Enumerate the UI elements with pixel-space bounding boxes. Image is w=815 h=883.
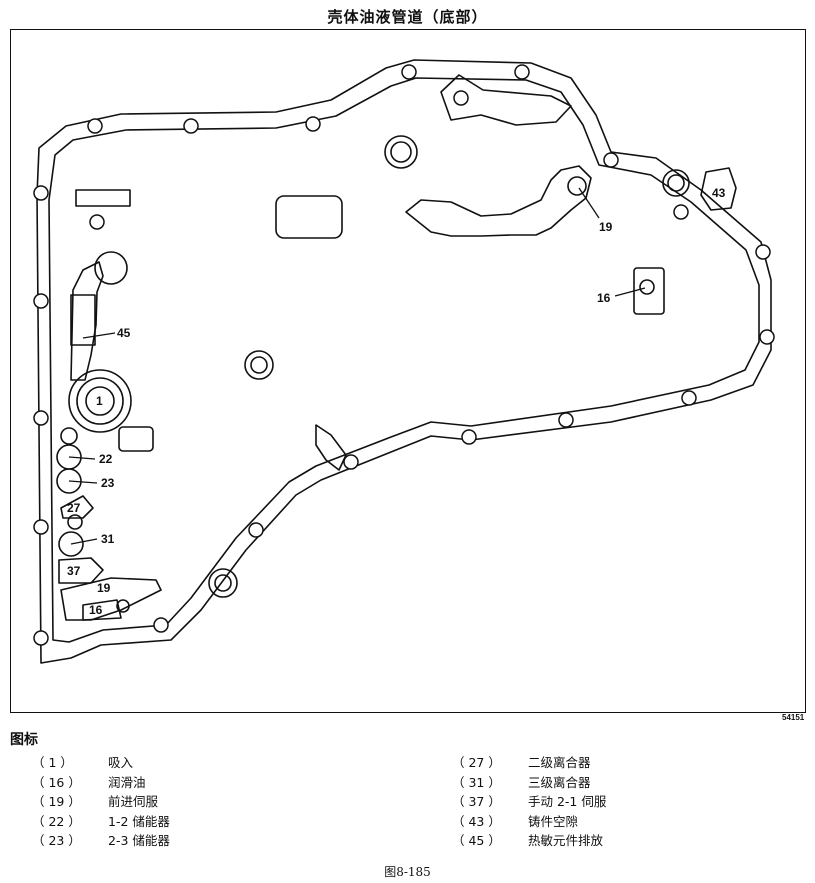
- bolt-hole: [248, 522, 264, 538]
- legend-left-column: （ 1 ）吸入 （ 16 ）润滑油 （ 19 ）前进伺服 （ 22 ）1-2 储…: [32, 752, 170, 850]
- label-31: 31: [101, 532, 115, 546]
- legend-heading: 图标: [10, 732, 38, 748]
- label-45: 45: [117, 326, 131, 340]
- label-16: 16: [597, 291, 611, 305]
- label-37: 37: [67, 564, 81, 578]
- casting-void-43: [700, 167, 737, 211]
- legend-item: （ 23 ）2-3 储能器: [32, 833, 170, 849]
- legend-item: （ 43 ）铸件空隙: [452, 813, 579, 829]
- passage-27: [60, 495, 94, 519]
- passage-19-lower: [60, 577, 162, 621]
- figure-caption: 图8-185: [384, 865, 431, 879]
- bolt-hole: [87, 118, 103, 134]
- passage-16-lower: [82, 599, 122, 621]
- bolt-hole: [401, 64, 417, 80]
- servo-passage: [405, 165, 592, 237]
- case-passage-diagram: 1 19 16 43 45 22 23 27 31 37 19 16: [33, 59, 775, 664]
- label-19-lower: 19: [97, 581, 111, 595]
- leader-31: [70, 538, 98, 545]
- label-1: 1: [96, 394, 103, 408]
- label-27: 27: [67, 501, 81, 515]
- leader-22: [68, 456, 96, 460]
- legend-item: （ 37 ）手动 2-1 伺服: [452, 794, 607, 810]
- upper-passage: [440, 74, 572, 126]
- center-pad: [275, 195, 343, 239]
- bolt-hole: [453, 90, 469, 106]
- clutch-bore-31: [58, 531, 84, 557]
- bolt-hole: [33, 519, 49, 535]
- small-pad: [118, 426, 154, 452]
- label-19: 19: [599, 220, 613, 234]
- bolt-hole: [89, 214, 105, 230]
- case-inner-outline: [48, 77, 760, 643]
- legend-item: （ 16 ）润滑油: [32, 774, 146, 790]
- servo-bore-19: [567, 176, 587, 196]
- bolt-hole: [603, 152, 619, 168]
- bolt-hole: [33, 630, 49, 646]
- bolt-hole: [759, 329, 775, 345]
- bolt-hole: [755, 244, 771, 260]
- legend-item: （ 22 ）1-2 储能器: [32, 813, 170, 829]
- legend-right-column: （ 27 ）二级离合器 （ 31 ）三级离合器 （ 37 ）手动 2-1 伺服 …: [452, 752, 606, 850]
- leader-19: [578, 187, 600, 219]
- label-16-lower: 16: [89, 603, 103, 617]
- bolt-hole: [343, 454, 359, 470]
- boss-43: [662, 169, 690, 197]
- label-23: 23: [101, 476, 115, 490]
- center-boss: [244, 350, 274, 380]
- lube-hole-16: [639, 279, 655, 295]
- bolt-hole: [681, 390, 697, 406]
- bolt-hole: [153, 617, 169, 633]
- bolt-hole: [305, 116, 321, 132]
- accum-bore-23: [56, 468, 82, 494]
- bolt-hole: [673, 204, 689, 220]
- lower-boss: [208, 568, 238, 598]
- legend-item: （ 27 ）二级离合器: [452, 755, 591, 771]
- bolt-hole: [461, 429, 477, 445]
- bolt-hole: [33, 185, 49, 201]
- bolt-hole: [33, 410, 49, 426]
- legend-item: （ 45 ）热敏元件排放: [452, 833, 604, 849]
- lower-branch: [315, 424, 347, 471]
- legend-item: （ 31 ）三级离合器: [452, 774, 591, 790]
- label-43: 43: [712, 186, 726, 200]
- page-title: 壳体油液管道（底部）: [327, 8, 488, 26]
- top-left-slot: [75, 189, 131, 207]
- leader-23: [68, 480, 98, 484]
- leader-16: [614, 287, 646, 297]
- label-22: 22: [99, 452, 113, 466]
- thermo-passage: [70, 261, 104, 381]
- diagram-frame: 1 19 16 43 45 22 23 27 31 37 19 16: [10, 29, 806, 713]
- bolt-hole: [558, 412, 574, 428]
- round-boss: [94, 251, 128, 285]
- leader-45: [82, 332, 116, 339]
- bolt-hole: [514, 64, 530, 80]
- lube-pad: [633, 267, 665, 315]
- legend-item: （ 1 ）吸入: [32, 755, 134, 771]
- thermo-element: [70, 294, 96, 346]
- bolt-hole: [183, 118, 199, 134]
- legend-item: （ 19 ）前进伺服: [32, 794, 159, 810]
- passage-37: [58, 557, 104, 584]
- dowel-boss: [384, 135, 418, 169]
- bolt-hole: [33, 293, 49, 309]
- sump-outer: [68, 369, 132, 433]
- case-outer-outline: [36, 59, 772, 664]
- figure-code: 54151: [782, 713, 805, 722]
